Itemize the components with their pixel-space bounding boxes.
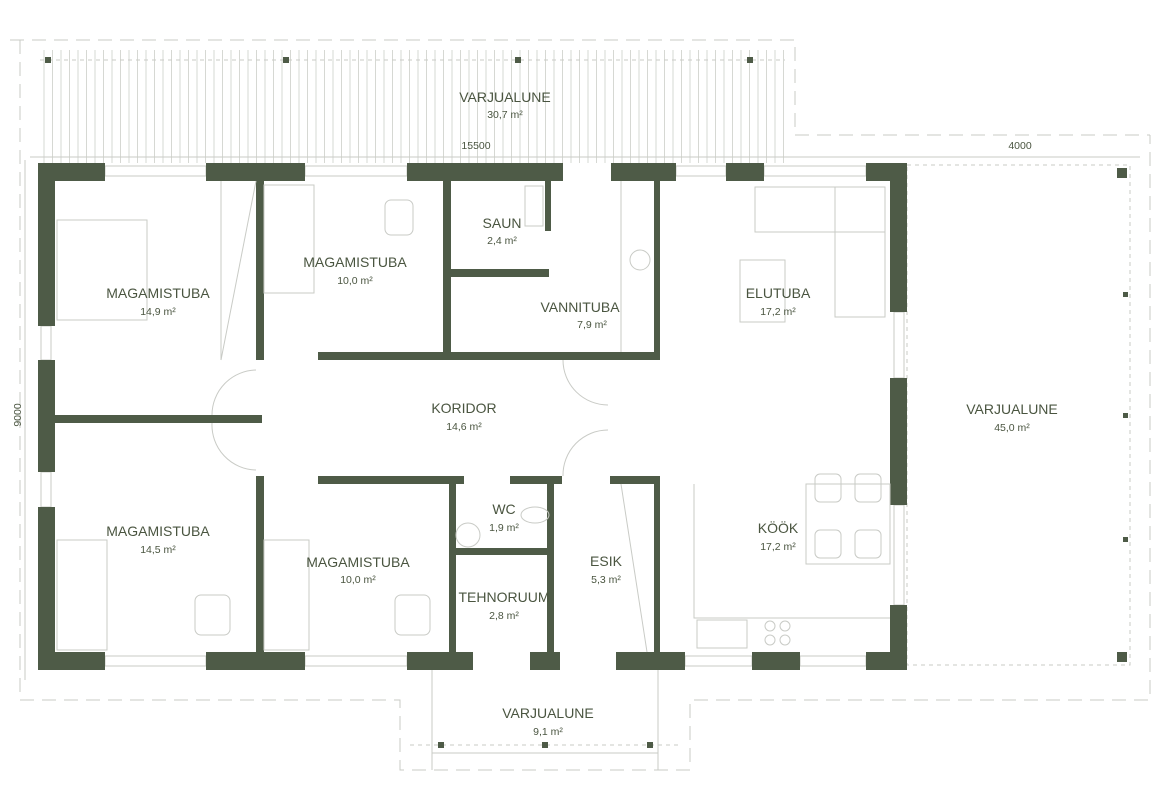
- dimension-depth: 9000: [12, 403, 24, 427]
- chair-icon: [384, 199, 414, 236]
- coffee-table-icon: [739, 259, 786, 323]
- posts-top: [45, 57, 753, 63]
- room-name-magamistuba-4: MAGAMISTUBA: [306, 554, 410, 570]
- room-labels: VARJUALUNE 30,7 m² MAGAMISTUBA 14,9 m² M…: [106, 89, 1058, 738]
- room-name-varjualune-bottom: VARJUALUNE: [502, 705, 594, 721]
- room-area-koridor: 14,6 m²: [446, 421, 482, 433]
- bed-icon: [56, 539, 108, 651]
- room-area-varjualune-top: 30,7 m²: [487, 109, 523, 121]
- roof-outline: [10, 39, 1151, 771]
- room-area-vannituba: 7,9 m²: [577, 319, 607, 331]
- stove-icon: [764, 620, 776, 632]
- room-area-varjualune-right: 45,0 m²: [994, 422, 1030, 434]
- room-name-magamistuba-3: MAGAMISTUBA: [106, 523, 210, 539]
- sofa-icon: [754, 186, 886, 233]
- room-name-varjualune-right: VARJUALUNE: [966, 401, 1058, 417]
- room-area-tehnoruum: 2,8 m²: [489, 610, 519, 622]
- posts-bottom: [438, 742, 653, 748]
- room-area-magamistuba-3: 14,5 m²: [140, 544, 176, 556]
- furniture: [56, 180, 891, 653]
- wc-sink-icon: [455, 522, 481, 548]
- roof-hatching-top: [43, 50, 784, 163]
- room-area-esik: 5,3 m²: [591, 574, 621, 586]
- dimension-width-main: 15500: [461, 140, 490, 152]
- room-area-wc: 1,9 m²: [489, 522, 519, 534]
- room-name-saun: SAUN: [483, 215, 522, 231]
- room-name-varjualune-top: VARJUALUNE: [459, 89, 551, 105]
- dimension-width-terrace: 4000: [1008, 140, 1032, 152]
- room-area-elutuba: 17,2 m²: [760, 306, 796, 318]
- walls: [38, 163, 907, 670]
- room-name-vannituba: VANNITUBA: [540, 299, 620, 315]
- room-name-magamistuba-2: MAGAMISTUBA: [303, 254, 407, 270]
- room-name-esik: ESIK: [590, 553, 623, 569]
- room-area-magamistuba-2: 10,0 m²: [337, 275, 373, 287]
- room-name-koridor: KORIDOR: [431, 400, 496, 416]
- toilet-icon: [520, 506, 550, 524]
- kitchen-sink-icon: [696, 619, 748, 649]
- room-name-wc: WC: [492, 501, 515, 517]
- room-area-magamistuba-1: 14,9 m²: [140, 306, 176, 318]
- room-name-magamistuba-1: MAGAMISTUBA: [106, 285, 210, 301]
- double-bed-icon: [56, 219, 148, 321]
- sink-icon: [629, 249, 651, 271]
- bed-icon: [263, 539, 310, 651]
- chair-icon: [394, 594, 431, 636]
- room-area-kook: 17,2 m²: [760, 541, 796, 553]
- room-name-tehnoruum: TEHNORUUM: [459, 589, 550, 605]
- bed-icon: [263, 184, 315, 294]
- room-area-saun: 2,4 m²: [487, 235, 517, 247]
- posts-right: [1117, 168, 1128, 662]
- chair-icon: [194, 594, 231, 636]
- sauna-stove-icon: [524, 185, 544, 227]
- room-area-magamistuba-4: 10,0 m²: [340, 574, 376, 586]
- room-name-elutuba: ELUTUBA: [746, 285, 811, 301]
- room-area-varjualune-bottom: 9,1 m²: [533, 726, 563, 738]
- dining-table-icon: [805, 483, 891, 565]
- room-name-kook: KÖÖK: [758, 519, 799, 536]
